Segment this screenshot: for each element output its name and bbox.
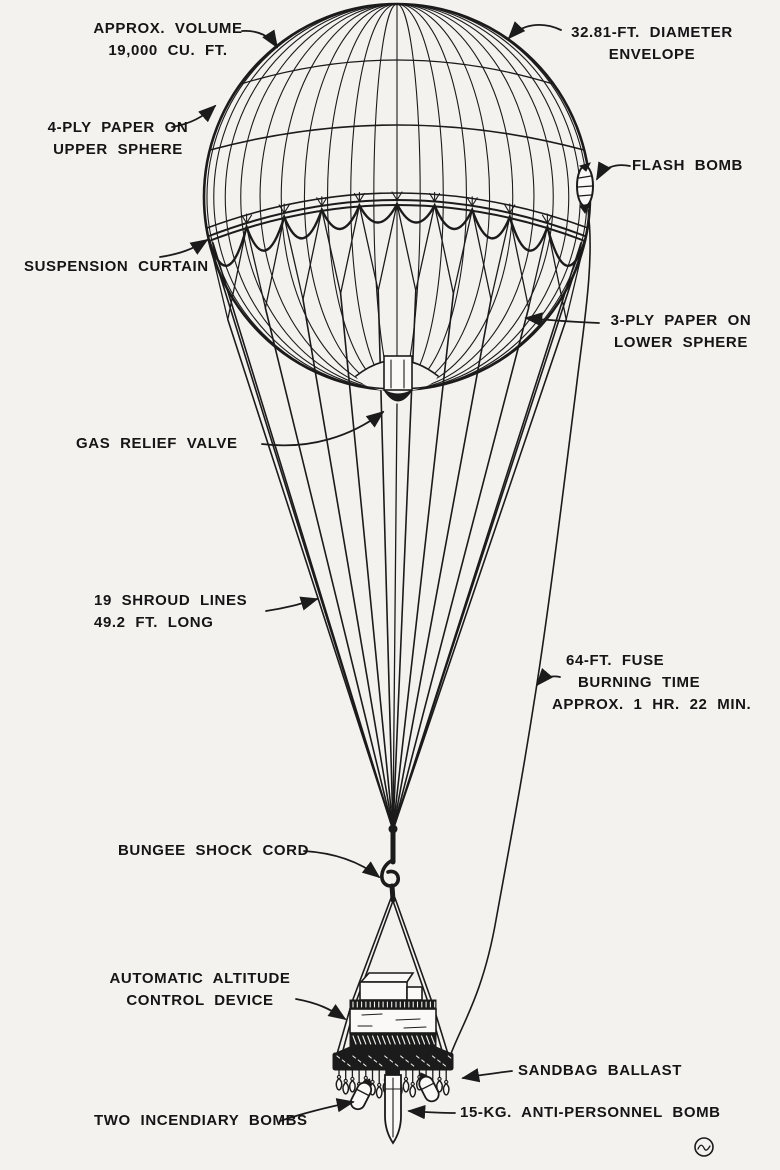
label-line: 32.81-FT. DIAMETER: [571, 24, 733, 41]
label-approx-volume: APPROX. VOLUME 19,000 CU. FT.: [92, 18, 244, 62]
battery-box: [359, 972, 423, 1001]
leader-arrows: [159, 21, 631, 1122]
label-sandbag: SANDBAG BALLAST: [518, 1060, 682, 1082]
label-envelope: 32.81-FT. DIAMETER ENVELOPE: [552, 22, 752, 66]
label-flash-bomb: FLASH BOMB: [632, 155, 743, 177]
incendiary-bomb-right: [418, 1072, 440, 1103]
label-lower-paper: 3-PLY PAPER ON LOWER SPHERE: [596, 310, 766, 354]
label-line: BURNING TIME: [578, 674, 701, 691]
label-line: 49.2 FT. LONG: [94, 614, 214, 631]
anti-personnel-bomb: [384, 1067, 402, 1145]
label-line: SUSPENSION CURTAIN: [24, 258, 209, 275]
fuse-line: [443, 209, 591, 1069]
label-line: SANDBAG BALLAST: [518, 1062, 682, 1079]
label-bungee: BUNGEE SHOCK CORD: [118, 840, 309, 862]
label-line: GAS RELIEF VALVE: [76, 435, 238, 452]
label-shroud-lines: 19 SHROUD LINES 49.2 FT. LONG: [94, 590, 247, 634]
label-line: ENVELOPE: [608, 46, 696, 63]
bungee-shock-cord: [380, 817, 400, 903]
label-line: BUNGEE SHOCK CORD: [118, 842, 310, 859]
gas-relief-valve: [349, 355, 445, 402]
chandelier-ring: [332, 1052, 454, 1071]
label-line: FLASH BOMB: [632, 157, 743, 174]
altitude-control-drum: [335, 999, 451, 1054]
label-line: AUTOMATIC ALTITUDE: [109, 970, 291, 987]
label-gas-relief-valve: GAS RELIEF VALVE: [76, 433, 238, 455]
label-line: 19 SHROUD LINES: [94, 592, 248, 609]
label-line: APPROX. 1 HR. 22 MIN.: [552, 696, 752, 713]
label-fuse: 64-FT. FUSE BURNING TIME APPROX. 1 HR. 2…: [552, 650, 751, 716]
label-line: LOWER SPHERE: [614, 334, 748, 351]
payload-assembly: [332, 972, 454, 1145]
label-line: APPROX. VOLUME: [93, 20, 243, 37]
label-upper-paper: 4-PLY PAPER ON UPPER SPHERE: [28, 117, 208, 161]
corner-stamp-icon: [694, 1137, 714, 1157]
label-line: 64-FT. FUSE: [566, 652, 665, 669]
label-altitude-control: AUTOMATIC ALTITUDE CONTROL DEVICE: [104, 968, 296, 1012]
label-anti-personnel: 15-KG. ANTI-PERSONNEL BOMB: [460, 1102, 721, 1124]
label-line: TWO INCENDIARY BOMBS: [94, 1112, 308, 1129]
label-line: UPPER SPHERE: [53, 141, 183, 158]
label-line: 15-KG. ANTI-PERSONNEL BOMB: [460, 1104, 721, 1121]
flash-bomb: [576, 162, 594, 214]
label-line: CONTROL DEVICE: [126, 992, 274, 1009]
label-suspension-curtain: SUSPENSION CURTAIN: [24, 256, 209, 278]
label-line: 19,000 CU. FT.: [108, 42, 228, 59]
label-incendiary: TWO INCENDIARY BOMBS: [94, 1110, 308, 1132]
label-line: 4-PLY PAPER ON: [47, 119, 189, 136]
label-line: 3-PLY PAPER ON: [610, 312, 752, 329]
incendiary-bomb-left: [349, 1078, 373, 1111]
